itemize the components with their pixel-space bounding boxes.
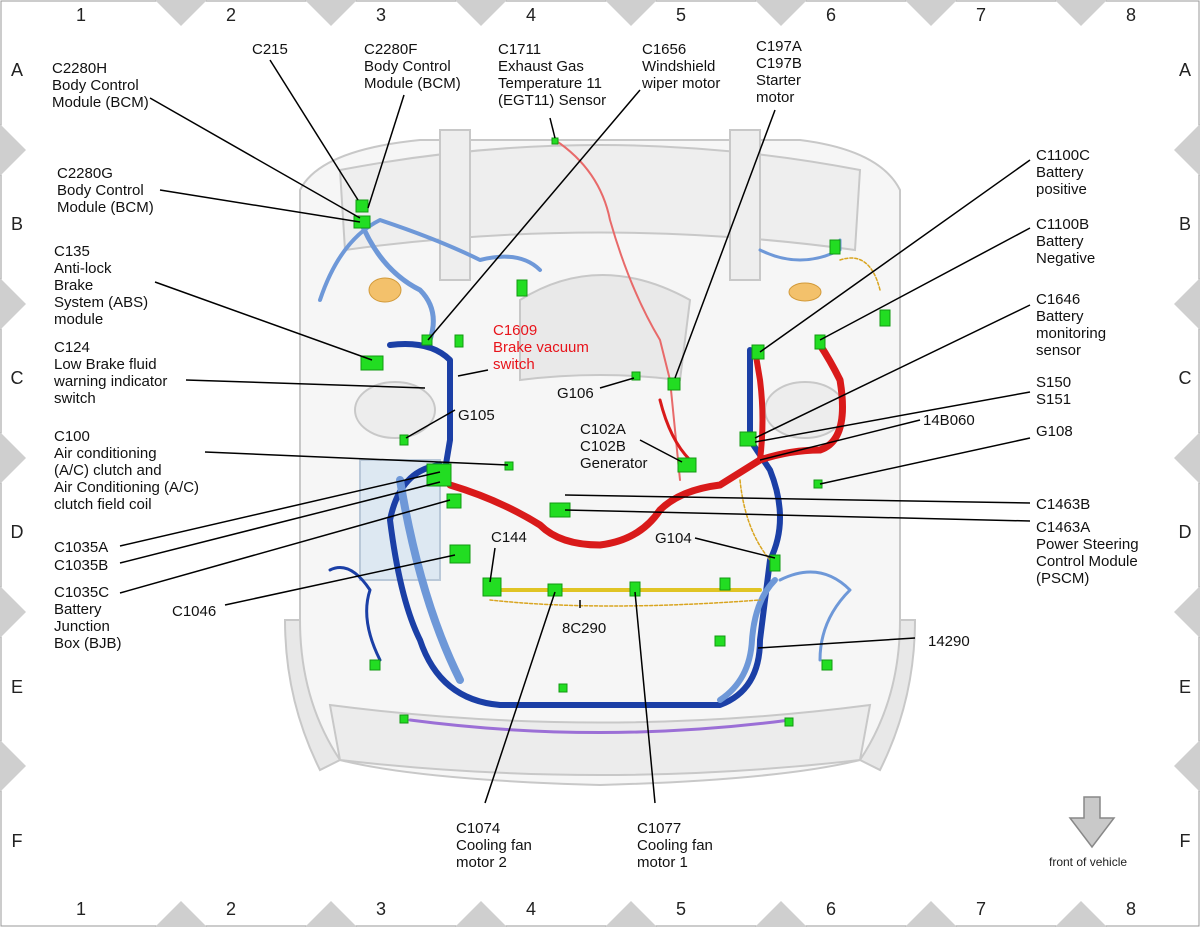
grid-row-right-c: C bbox=[1178, 368, 1192, 388]
label-c1046: C1046 bbox=[172, 603, 217, 620]
label-c135: C135 Anti-lock Brake System (ABS) module bbox=[54, 243, 149, 328]
label-8c290: 8C290 bbox=[562, 620, 607, 637]
label-c1035b: C1035B bbox=[54, 557, 109, 574]
grid-row-left-a: A bbox=[10, 60, 23, 80]
label-c1463a: C1463A Power Steering Control Module (PS… bbox=[1036, 519, 1139, 587]
connectors bbox=[353, 137, 891, 727]
label-s150-s151: S150 S151 bbox=[1036, 374, 1072, 408]
label-c1100b: C1100B Battery Negative bbox=[1036, 216, 1096, 267]
grid-col-bottom-6: 6 bbox=[825, 899, 836, 919]
leader-lines bbox=[119, 59, 1031, 804]
grid-col-top-1: 1 bbox=[75, 5, 86, 25]
grid-row-right-f: F bbox=[1179, 831, 1191, 851]
label-g108: G108 bbox=[1036, 423, 1073, 440]
label-g105: G105 bbox=[458, 407, 495, 424]
label-c124: C124 Low Brake fluid warning indicator s… bbox=[54, 339, 168, 407]
label-c215: C215 bbox=[252, 41, 288, 58]
label-c1035c: C1035C Battery Junction Box (BJB) bbox=[54, 584, 122, 652]
grid-col-top-4: 4 bbox=[525, 5, 536, 25]
label-14b060: 14B060 bbox=[923, 412, 975, 429]
grid-col-bottom-4: 4 bbox=[525, 899, 536, 919]
label-c1646: C1646 Battery monitoring sensor bbox=[1036, 291, 1107, 359]
grid-col-bottom-8: 8 bbox=[1125, 899, 1136, 919]
wire-harnesses bbox=[318, 139, 881, 734]
label-c1100c: C1100C Battery positive bbox=[1036, 147, 1090, 198]
grid-row-right-d: D bbox=[1178, 522, 1192, 542]
grid-col-top-7: 7 bbox=[975, 5, 986, 25]
grid-col-top-2: 2 bbox=[225, 5, 236, 25]
grid-row-right-e: E bbox=[1178, 677, 1191, 697]
label-14290: 14290 bbox=[928, 633, 970, 650]
grid-col-top-5: 5 bbox=[675, 5, 686, 25]
grid-row-left-b: B bbox=[10, 214, 23, 234]
front-arrow-icon bbox=[1068, 796, 1116, 849]
label-c2280h: C2280H Body Control Module (BCM) bbox=[52, 60, 149, 111]
label-c1463b: C1463B bbox=[1036, 496, 1091, 513]
label-c100: C100 Air conditioning (A/C) clutch and A… bbox=[54, 428, 200, 513]
grid-row-right-b: B bbox=[1178, 214, 1191, 234]
grid-col-bottom-7: 7 bbox=[975, 899, 986, 919]
grid-row-right-a: A bbox=[1178, 60, 1191, 80]
label-c1609: C1609 Brake vacuum switch bbox=[493, 322, 589, 373]
label-c1035a: C1035A bbox=[54, 539, 109, 556]
vehicle-body bbox=[283, 129, 917, 787]
grid-col-bottom-2: 2 bbox=[225, 899, 236, 919]
label-c1656: C1656 Windshield wiper motor bbox=[642, 41, 721, 92]
label-c1077: C1077 Cooling fan motor 1 bbox=[637, 820, 713, 871]
label-c2280g: C2280G Body Control Module (BCM) bbox=[57, 165, 154, 216]
grid-row-left-d: D bbox=[10, 522, 24, 542]
grid-row-left-f: F bbox=[11, 831, 23, 851]
grid-row-left-c: C bbox=[10, 368, 24, 388]
grid-col-bottom-1: 1 bbox=[75, 899, 86, 919]
label-c144: C144 bbox=[491, 529, 527, 546]
grid-col-top-3: 3 bbox=[375, 5, 386, 25]
grid-col-top-8: 8 bbox=[1125, 5, 1136, 25]
label-g104: G104 bbox=[655, 530, 692, 547]
label-c102: C102A C102B Generator bbox=[580, 421, 648, 472]
label-c2280f: C2280F Body Control Module (BCM) bbox=[364, 41, 461, 92]
label-c1711: C1711 Exhaust Gas Temperature 11 (EGT11)… bbox=[498, 41, 607, 109]
grid-col-bottom-5: 5 bbox=[675, 899, 686, 919]
front-of-vehicle-label: front of vehicle bbox=[1049, 855, 1128, 869]
label-c197: C197A C197B Starter motor bbox=[756, 38, 802, 106]
relay-blocks bbox=[368, 277, 822, 303]
label-g106: G106 bbox=[557, 385, 594, 402]
grid-row-left-e: E bbox=[10, 677, 23, 697]
grid-col-bottom-3: 3 bbox=[375, 899, 386, 919]
grid-col-top-6: 6 bbox=[825, 5, 836, 25]
label-c1074: C1074 Cooling fan motor 2 bbox=[456, 820, 532, 871]
